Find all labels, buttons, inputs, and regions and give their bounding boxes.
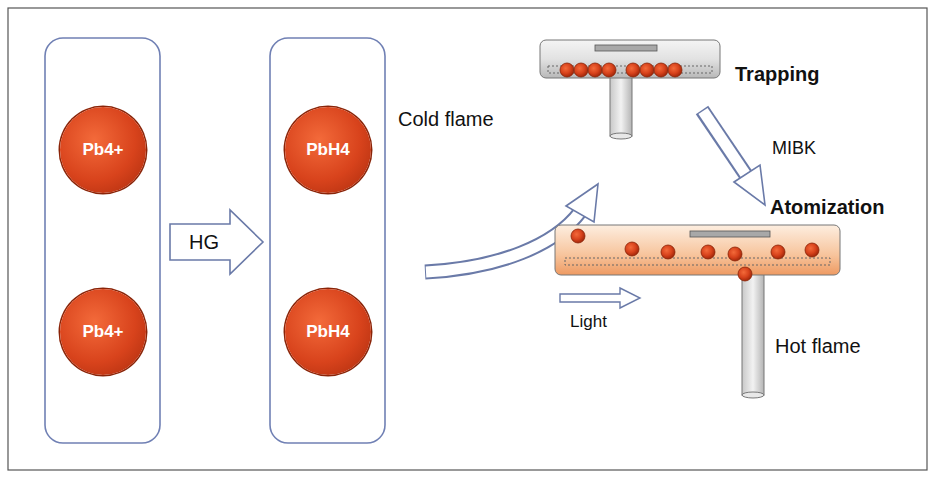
stage-title: Atomization <box>770 196 884 219</box>
species-label: Pb4+ <box>82 322 123 342</box>
species-label: PbH4 <box>306 322 349 342</box>
stage-title: Trapping <box>735 63 819 86</box>
sample-box <box>45 38 160 443</box>
flame-label: Cold flame <box>398 108 494 131</box>
atom-circle: PbH4 <box>285 289 371 375</box>
atom-circle: PbH4 <box>285 107 371 193</box>
hg-arrow <box>170 210 263 274</box>
light-label: Light <box>570 312 607 332</box>
atomization-tube <box>555 225 840 398</box>
frame <box>8 8 927 470</box>
trapping-tube <box>540 40 720 139</box>
species-label: PbH4 <box>306 140 349 160</box>
flame-label: Hot flame <box>775 335 861 358</box>
hydride-box <box>270 38 385 443</box>
mibk-arrow <box>702 110 765 205</box>
reagent-label: MIBK <box>772 138 816 159</box>
hg-label: HG <box>189 231 219 254</box>
light-arrow <box>560 288 640 308</box>
species-label: Pb4+ <box>82 140 123 160</box>
atom-circle: Pb4+ <box>60 107 146 193</box>
atom-circle: Pb4+ <box>60 289 146 375</box>
